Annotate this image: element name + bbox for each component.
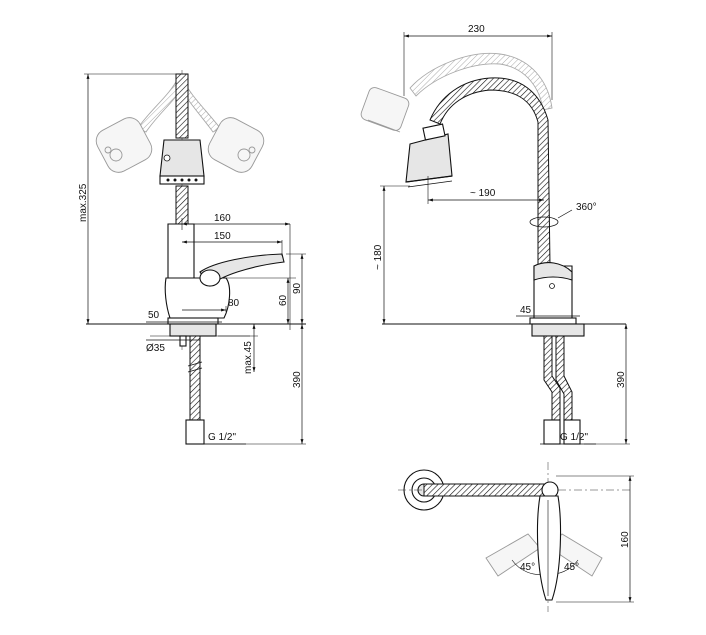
dim-390-front: 390 (292, 371, 303, 388)
mounting-base-side (531, 323, 585, 337)
lever-handle (199, 253, 285, 287)
ghost-spray-head-right (207, 117, 265, 173)
dim-height-180: ~ 180 (373, 244, 384, 270)
lever-side (533, 262, 573, 281)
dim-50: 50 (148, 310, 160, 321)
dim-160: 160 (214, 213, 231, 224)
dim-rotation-360: 360° (576, 202, 597, 213)
side-view: 360° 230 ~ 190 ~ 180 45 390 (360, 24, 630, 445)
top-spout (423, 483, 553, 497)
spray-nozzles (166, 178, 198, 182)
dim-90: 90 (292, 282, 303, 294)
front-view: max.325 160 150 90 60 80 50 Ø35 max.45 (78, 70, 306, 445)
hose-fitting-a (543, 419, 561, 445)
dim-diameter-35: Ø35 (146, 343, 165, 354)
dim-230: 230 (468, 24, 485, 35)
dim-150: 150 (214, 231, 231, 242)
dim-60: 60 (278, 294, 289, 306)
dim-angle-left: 45° (520, 562, 535, 573)
ghost-spout-arc (409, 52, 553, 111)
dim-thread-side: G 1/2" (560, 432, 588, 443)
dim-max-45: max.45 (243, 341, 254, 374)
dim-45-side: 45 (520, 305, 532, 316)
dim-80: 80 (228, 298, 240, 309)
dim-max-325: max.325 (78, 183, 89, 222)
top-lever (536, 495, 562, 601)
dim-angle-right: 45° (564, 562, 579, 573)
hose-fitting (185, 419, 205, 445)
dim-390-side: 390 (616, 371, 627, 388)
spray-head-side (405, 133, 453, 183)
top-view: 45° 45° 160 (398, 462, 634, 612)
dim-reach-190: ~ 190 (470, 188, 496, 199)
ghost-spray-head-left (95, 117, 153, 173)
mounting-base (169, 323, 217, 337)
faucet-body-upper (167, 223, 195, 279)
dim-160-top: 160 (620, 531, 631, 548)
dim-thread-front: G 1/2" (208, 432, 236, 443)
flex-hose (175, 73, 189, 139)
ghost-spray-head-side (360, 87, 410, 133)
supply-hose (189, 335, 201, 421)
faucet-body (164, 277, 231, 319)
